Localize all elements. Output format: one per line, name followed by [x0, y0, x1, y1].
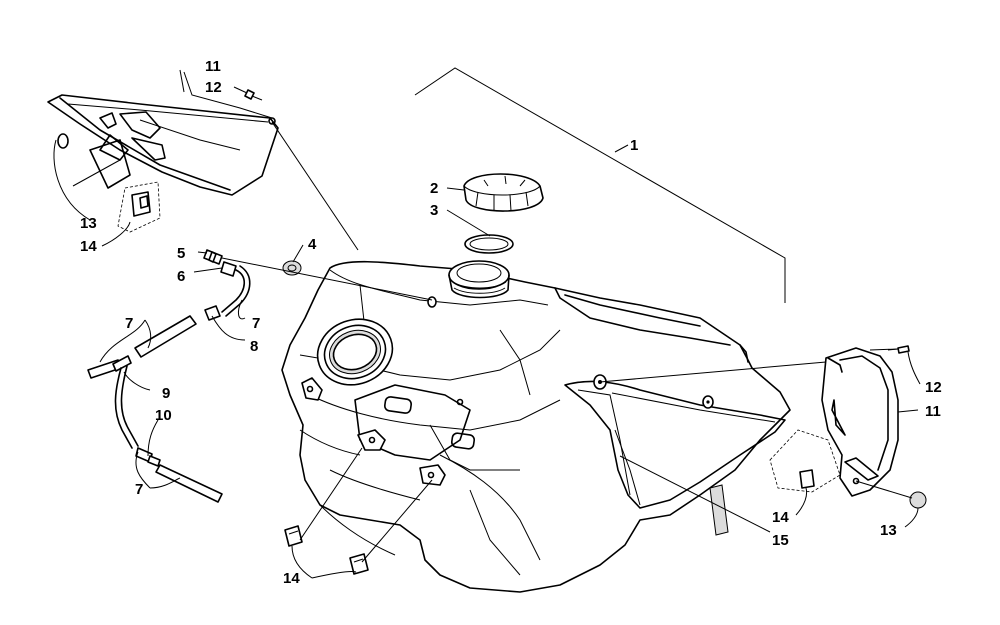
vent-hose-lower [155, 464, 223, 503]
callout-12-left: 12 [205, 79, 222, 96]
fuel-tank [281, 260, 791, 593]
callout-12-right: 12 [925, 379, 942, 396]
callout-6: 6 [177, 268, 185, 285]
fuel-cap [463, 173, 544, 212]
check-valve [135, 447, 161, 467]
callout-2: 2 [430, 180, 438, 197]
assembly-bracket-1 [414, 67, 786, 303]
foam-strip [709, 484, 729, 536]
callout-13-right: 13 [880, 522, 897, 539]
vent-fitting [203, 249, 223, 265]
callout-8: 8 [250, 338, 258, 355]
speed-nut-lower-left [284, 525, 303, 547]
callout-3: 3 [430, 202, 438, 219]
mount-bracket-left [117, 181, 161, 233]
callout-11-right: 11 [925, 403, 941, 420]
callout-14-right: 14 [772, 509, 789, 526]
callout-14-left: 14 [80, 238, 97, 255]
speed-nut-lower-right [349, 553, 369, 575]
callout-9: 9 [162, 385, 170, 402]
callout-15: 15 [772, 532, 789, 549]
callout-5: 5 [177, 245, 185, 262]
cap-gasket [464, 234, 514, 254]
vent-hose-left [87, 315, 197, 379]
mount-bracket-right [769, 429, 841, 493]
callout-7-lower: 7 [135, 481, 143, 498]
callout-7-left: 7 [125, 315, 133, 332]
vent-tee [114, 365, 139, 449]
grommet-right [909, 491, 927, 509]
side-panel-left [47, 94, 279, 196]
leader-lines [53, 69, 921, 579]
hose-clamp-upper [220, 261, 237, 277]
callout-7-right: 7 [252, 315, 260, 332]
callout-labels: 1 2 3 4 5 6 7 7 7 8 9 10 11 11 12 12 13 … [80, 58, 942, 587]
side-panel-right [821, 347, 899, 497]
callout-10: 10 [155, 407, 172, 424]
callout-4: 4 [308, 236, 317, 253]
callout-14-lower: 14 [283, 570, 300, 587]
callout-11-left: 11 [205, 58, 221, 75]
screw-left [244, 89, 263, 101]
callout-1: 1 [630, 137, 638, 154]
callout-13-left: 13 [80, 215, 97, 232]
